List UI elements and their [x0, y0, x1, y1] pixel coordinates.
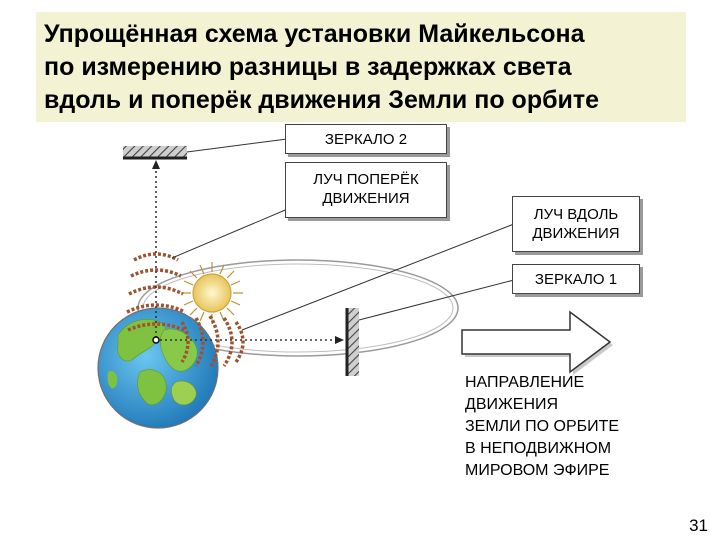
title-line-2: по измерению разницы в задержках света	[44, 53, 572, 81]
page-number: 31	[689, 516, 708, 535]
direction-line-1: НАПРАВЛЕНИЕ	[465, 374, 585, 391]
title-line-3: вдоль и поперёк движения Земли по орбите	[44, 86, 600, 114]
light-source	[152, 336, 160, 344]
direction-arrow	[461, 310, 613, 375]
sun-icon	[181, 262, 243, 324]
cross-beam-label: ЛУЧ ПОПЕРЁК ДВИЖЕНИЯ	[285, 162, 447, 218]
direction-description: НАПРАВЛЕНИЕ ДВИЖЕНИЯ ЗЕМЛИ ПО ОРБИТЕ В Н…	[465, 372, 695, 482]
mirror-2-label-text: ЗЕРКАЛО 2	[324, 131, 408, 148]
light-path-cross	[152, 160, 160, 338]
mirror-2	[123, 146, 187, 160]
light-path-along	[160, 336, 344, 344]
cross-beam-label-line-2: ДВИЖЕНИЯ	[322, 190, 410, 207]
along-beam-label: ЛУЧ ВДОЛЬ ДВИЖЕНИЯ	[512, 196, 640, 252]
wave-fronts-along	[180, 315, 245, 369]
along-beam-label-line-1: ЛУЧ ВДОЛЬ	[533, 206, 619, 223]
direction-line-4: В НЕПОДВИЖНОМ	[465, 440, 612, 457]
title-box: Упрощённая схема установки Майкельсона п…	[36, 12, 686, 122]
direction-line-5: МИРОВОМ ЭФИРЕ	[465, 462, 610, 479]
title-line-1: Упрощённая схема установки Майкельсона	[44, 20, 585, 48]
leader-lines	[171, 138, 515, 331]
direction-line-2: ДВИЖЕНИЯ	[465, 396, 559, 413]
wave-fronts-cross	[126, 252, 186, 332]
mirror-1-label: ЗЕРКАЛО 1	[512, 264, 640, 294]
mirror-1	[345, 308, 359, 376]
direction-line-3: ЗЕМЛИ ПО ОРБИТЕ	[465, 418, 620, 435]
mirror-2-label: ЗЕРКАЛО 2	[285, 124, 447, 154]
earth-globe	[97, 307, 219, 429]
mirror-1-label-text: ЗЕРКАЛО 1	[534, 271, 618, 288]
cross-beam-label-line-1: ЛУЧ ПОПЕРЁК	[313, 171, 419, 188]
along-beam-label-line-2: ДВИЖЕНИЯ	[532, 225, 620, 242]
